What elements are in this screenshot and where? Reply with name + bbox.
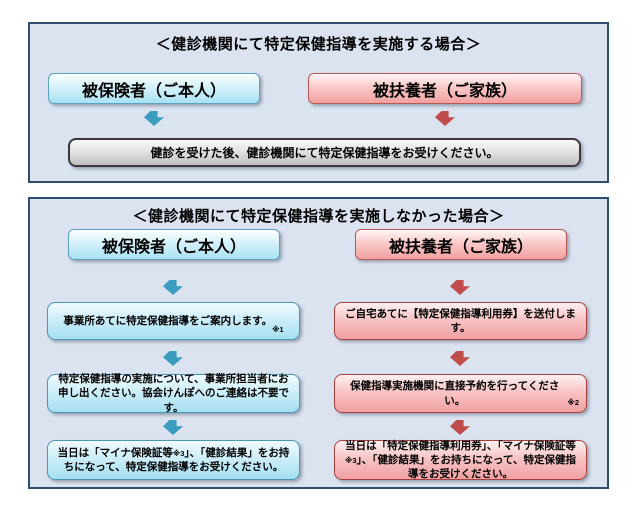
instruction-text: 健診を受けた後、健診機関にて特定保健指導をお受けください。 [150,146,499,160]
step-text: 特定保健指導の実施について、事業所担当者にお申し出ください。協会けんぽへのご連絡… [58,373,289,414]
insured-step-3: 当日は「マイナ保険証等※3」、「健診結果」をお持ちになって、特定保健指導をお受け… [47,440,300,480]
dependent-header-box: 被扶養者（ご家族） [355,229,567,260]
dependent-label: 被扶養者（ご家族） [372,82,517,100]
down-arrow-icon [144,111,164,126]
dependent-step-2: 保健指導実施機関に直接予約を行ってください。 ※2 [334,374,587,413]
down-arrow-icon [435,111,455,126]
insured-step-2: 特定保健指導の実施について、事業所担当者にお申し出ください。協会けんぽへのご連絡… [47,373,300,414]
step-text: ご自宅あてに【特定保健指導利用券】を送付します。 [345,307,576,334]
footnote-marker: ※3 [345,455,357,465]
step-text: 保健指導実施機関に直接予約を行ってください。 [350,380,560,407]
down-arrow-icon [450,351,470,366]
dependent-label: 被扶養者（ご家族） [388,238,533,256]
insured-label: 被保険者（ご本人） [101,238,246,256]
instruction-box: 健診を受けた後、健診機関にて特定保健指導をお受けください。 [68,138,581,167]
insured-header-box: 被保険者（ご本人） [68,229,280,260]
footnote-marker: ※1 [272,324,284,334]
dependent-header-box: 被扶養者（ご家族） [308,73,582,104]
step-text: 」、「健診結果」をお持ちになって、特定保健指導をお受けください。 [63,446,290,473]
insured-step-1: 事業所あてに特定保健指導をご案内します。※1 [47,302,300,340]
step-text: 当日は「特定保健指導利用券」、「マイナ保険証等 [345,439,576,452]
footnote-marker: ※3 [172,448,185,458]
dependent-step-3: 当日は「特定保健指導利用券」、「マイナ保険証等 ※3」、「健診結果」をお持ちになっ… [334,440,587,480]
panel-guidance-not-implemented: ＜健診機関にて特定保健指導を実施しなかった場合＞ 被保険者（ご本人） 被扶養者（… [28,197,609,489]
panel-guidance-implemented: ＜健診機関にて特定保健指導を実施する場合＞ 被保険者（ご本人） 被扶養者（ご家族… [28,22,609,183]
down-arrow-icon [163,420,183,435]
footnote-marker: ※2 [567,397,579,407]
dependent-step-1: ご自宅あてに【特定保健指導利用券】を送付します。 [334,302,587,340]
down-arrow-icon [450,280,470,295]
step-text: 当日は「マイナ保険証等 [57,446,173,459]
down-arrow-icon [163,280,183,295]
step-text: 事業所あてに特定保健指導をご案内します。 [63,314,273,327]
insured-header-box: 被保険者（ご本人） [48,73,260,104]
down-arrow-icon [450,420,470,435]
panel-title: ＜健診機関にて特定保健指導を実施しなかった場合＞ [132,208,505,225]
down-arrow-icon [163,351,183,366]
panel-title: ＜健診機関にて特定保健指導を実施する場合＞ [155,36,482,53]
step-text: 」、「健診結果」をお持ちになって、特定保健指導をお受けください。 [356,453,576,481]
insured-label: 被保険者（ご本人） [81,82,226,100]
